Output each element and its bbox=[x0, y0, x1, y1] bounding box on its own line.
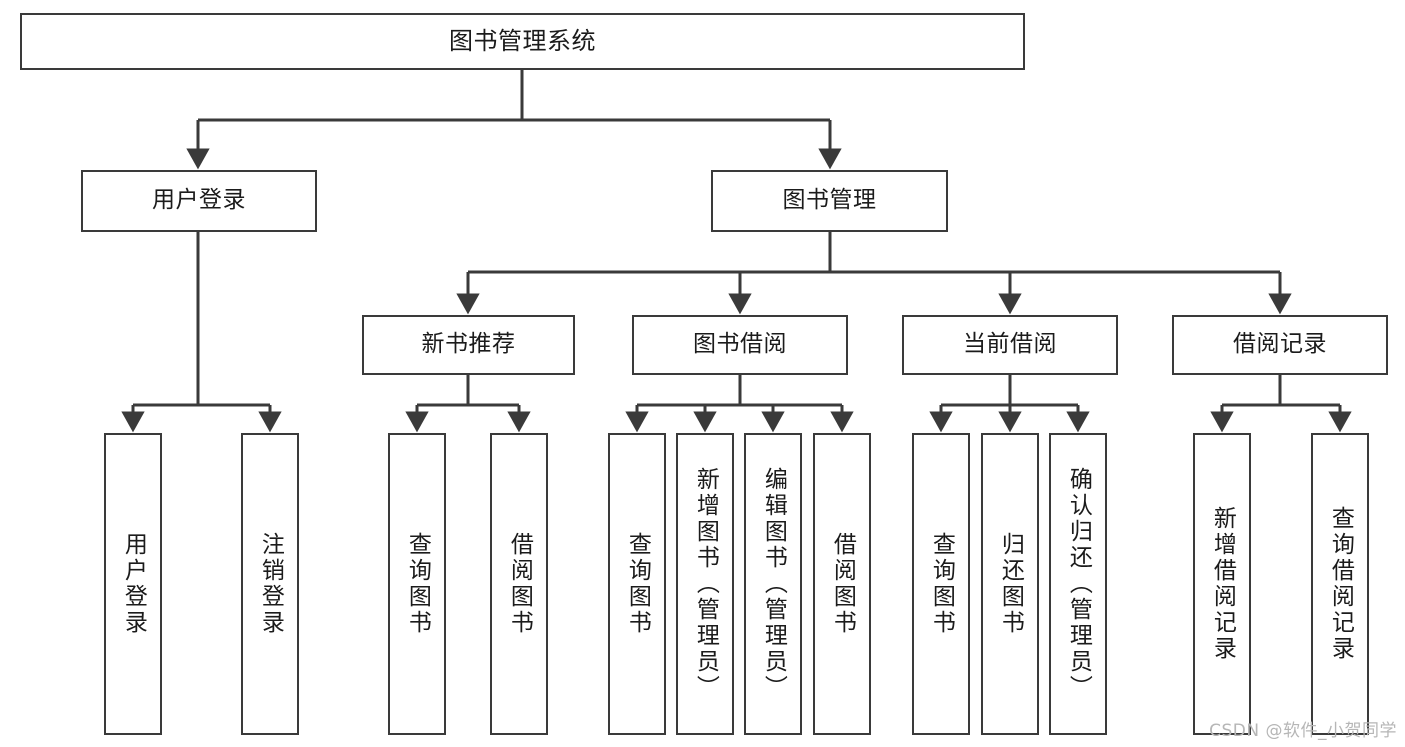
node-label: 新增借阅记录 bbox=[1209, 506, 1236, 662]
leaf-recommend-query-book[interactable]: 查询图书 bbox=[388, 433, 446, 735]
leaf-recommend-borrow-book[interactable]: 借阅图书 bbox=[490, 433, 548, 735]
node-current-borrow[interactable]: 当前借阅 bbox=[902, 315, 1118, 375]
node-book-management[interactable]: 图书管理 bbox=[711, 170, 948, 232]
node-label: 借阅记录 bbox=[1233, 331, 1327, 358]
leaf-borrow-query-book[interactable]: 查询图书 bbox=[608, 433, 666, 735]
leaf-borrow-borrow-book[interactable]: 借阅图书 bbox=[813, 433, 871, 735]
leaf-user-login-login[interactable]: 用户登录 bbox=[104, 433, 162, 735]
leaf-record-query-record[interactable]: 查询借阅记录 bbox=[1311, 433, 1369, 735]
leaf-current-query-book[interactable]: 查询图书 bbox=[912, 433, 970, 735]
node-label: 查询图书 bbox=[624, 532, 651, 636]
node-label: 编辑图书（管理员） bbox=[760, 467, 787, 701]
node-label: 查询借阅记录 bbox=[1327, 506, 1354, 662]
node-label: 当前借阅 bbox=[963, 331, 1057, 358]
node-label: 新书推荐 bbox=[421, 331, 516, 358]
leaf-borrow-add-book[interactable]: 新增图书（管理员） bbox=[676, 433, 734, 735]
node-root-system[interactable]: 图书管理系统 bbox=[20, 13, 1025, 70]
node-label: 新增图书（管理员） bbox=[692, 467, 719, 701]
node-new-book-recommend[interactable]: 新书推荐 bbox=[362, 315, 575, 375]
node-borrow-record[interactable]: 借阅记录 bbox=[1172, 315, 1388, 375]
watermark-text: CSDN @软件_小贺同学 bbox=[1209, 721, 1397, 741]
node-label: 借阅图书 bbox=[506, 532, 533, 636]
node-label: 图书借阅 bbox=[693, 331, 787, 358]
node-label: 确认归还（管理员） bbox=[1065, 467, 1092, 701]
node-book-borrow[interactable]: 图书借阅 bbox=[632, 315, 848, 375]
node-label: 图书管理系统 bbox=[449, 27, 596, 56]
node-label: 用户登录 bbox=[120, 532, 147, 636]
node-label: 图书管理 bbox=[782, 187, 877, 214]
node-label: 查询图书 bbox=[404, 532, 431, 636]
leaf-user-login-logout[interactable]: 注销登录 bbox=[241, 433, 299, 735]
node-label: 借阅图书 bbox=[829, 532, 856, 636]
node-user-login[interactable]: 用户登录 bbox=[81, 170, 317, 232]
leaf-current-return-book[interactable]: 归还图书 bbox=[981, 433, 1039, 735]
node-label: 查询图书 bbox=[928, 532, 955, 636]
leaf-borrow-edit-book[interactable]: 编辑图书（管理员） bbox=[744, 433, 802, 735]
node-label: 用户登录 bbox=[152, 187, 246, 214]
leaf-record-add-record[interactable]: 新增借阅记录 bbox=[1193, 433, 1251, 735]
leaf-current-confirm-return[interactable]: 确认归还（管理员） bbox=[1049, 433, 1107, 735]
node-label: 注销登录 bbox=[257, 532, 284, 636]
node-label: 归还图书 bbox=[997, 532, 1024, 636]
